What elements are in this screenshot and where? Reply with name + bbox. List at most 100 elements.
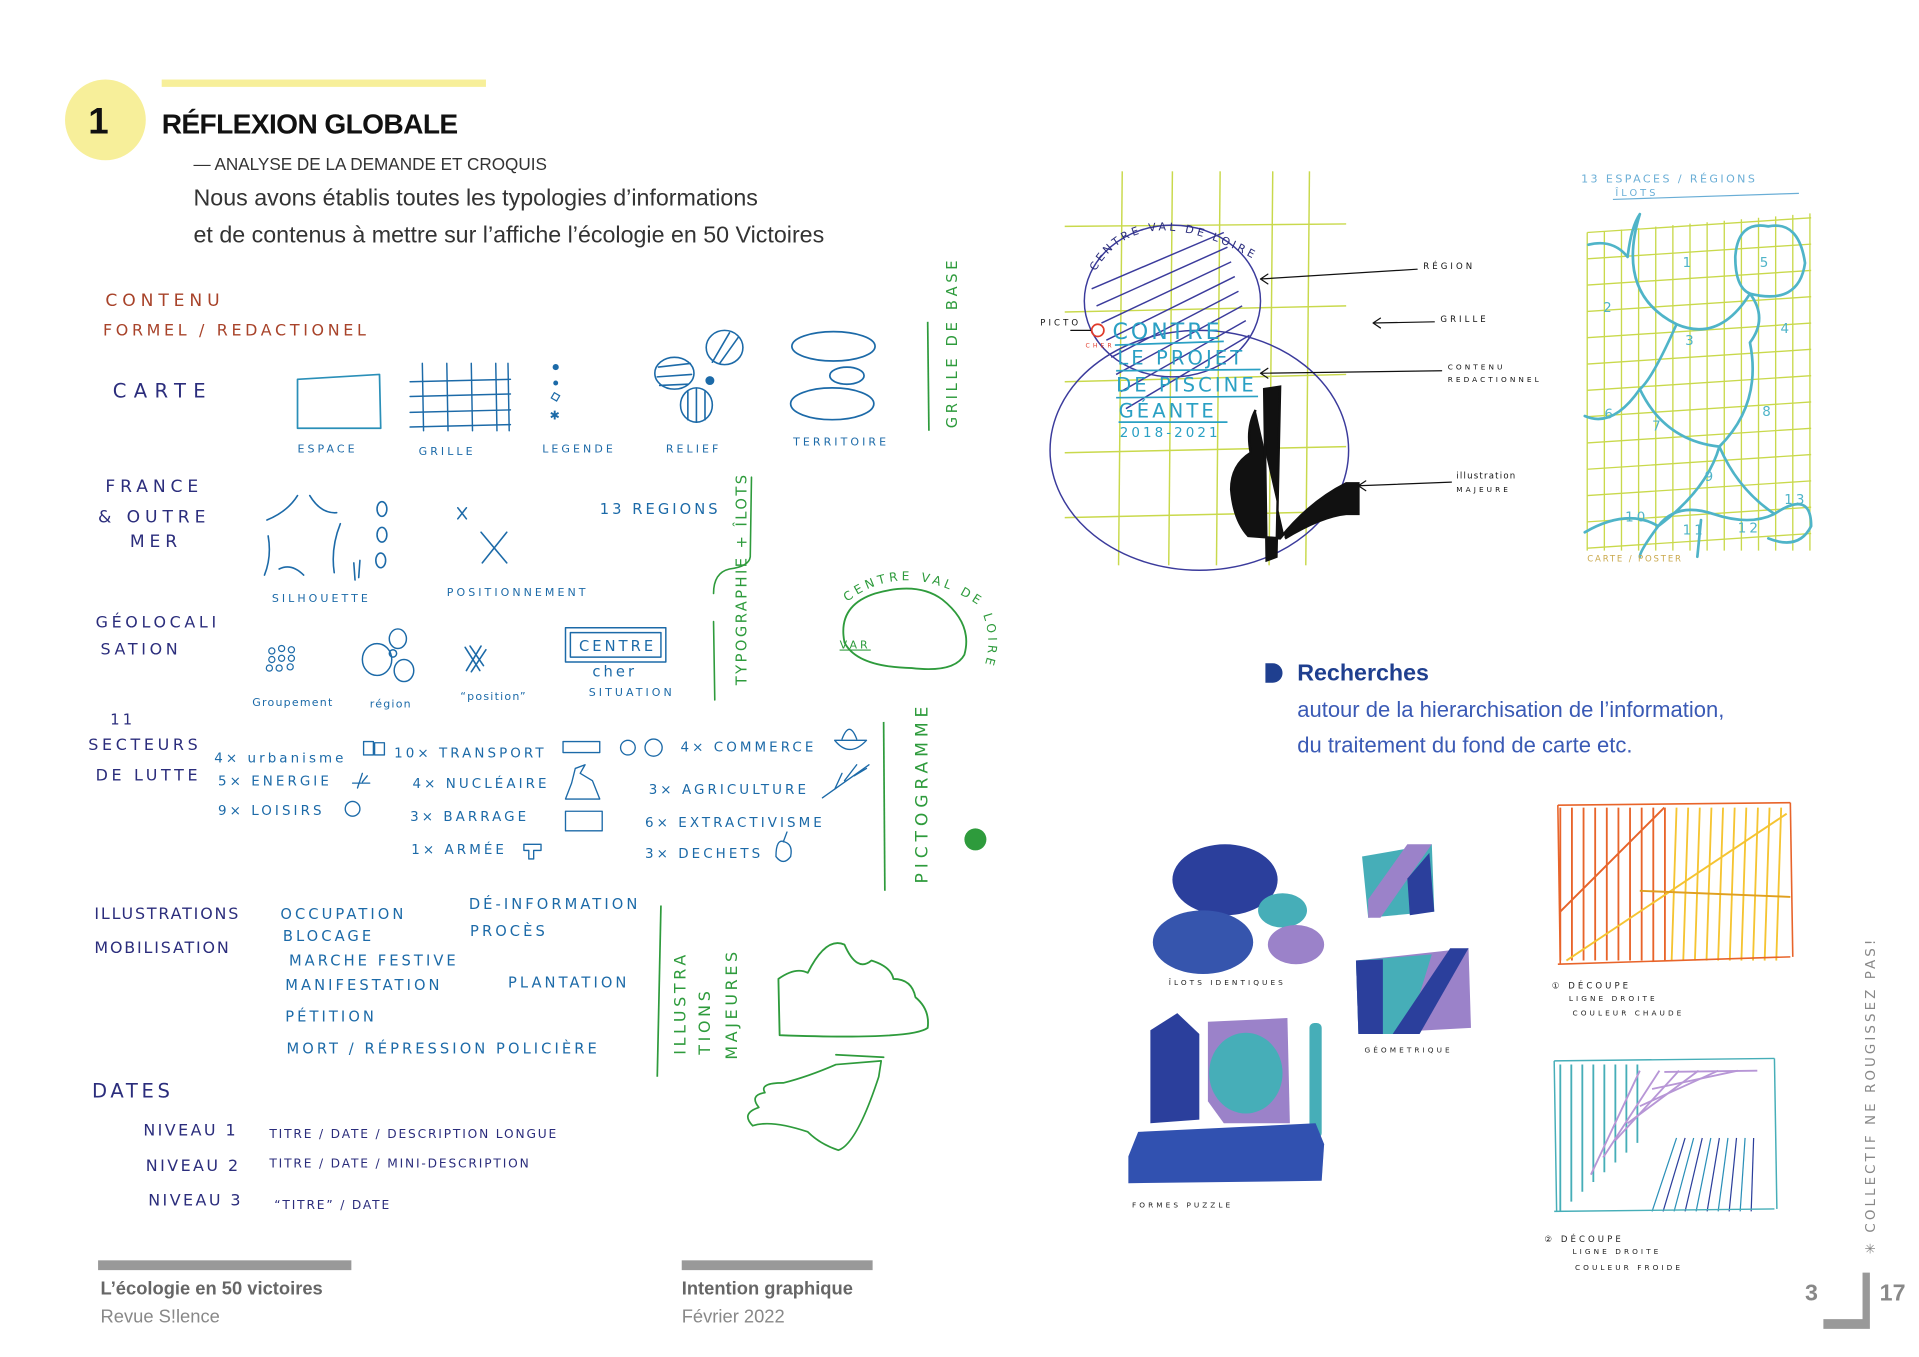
sketch-line <box>409 423 512 428</box>
sketch-line <box>1684 1137 1703 1212</box>
wheel-icon <box>619 739 636 756</box>
region-boundaries <box>1583 212 1813 559</box>
cold-label-3: COULEUR FROIDE <box>1575 1263 1683 1272</box>
secteur-transport: 10× TRANSPORT <box>394 746 546 761</box>
sketch-line <box>1587 348 1812 365</box>
group-typographie: TYPOGRAPHIE + ÎLOTS <box>733 472 751 686</box>
sketch-line <box>1773 1058 1778 1209</box>
regions-title: 13 ESPACES / RÉGIONS <box>1581 172 1757 185</box>
picto-label: PICTO <box>1040 318 1081 328</box>
illus-marche: MARCHE FESTIVE <box>289 952 459 969</box>
france-label-3: MER <box>130 532 182 552</box>
section-number-badge <box>65 79 146 161</box>
region-blob-sketch <box>842 587 968 671</box>
region-number: 9 <box>1705 470 1717 485</box>
region-hatching <box>1091 231 1250 410</box>
sketch-line <box>1554 1057 1775 1062</box>
footer-left-bar <box>98 1260 352 1271</box>
item-positionnement: POSITIONNEMENT <box>447 586 589 599</box>
region-number: 1 <box>1683 256 1695 271</box>
label-puzzle: FORMES PUZZLE <box>1132 1201 1233 1210</box>
title-accent-bar <box>161 79 486 87</box>
region-number: 12 <box>1738 521 1761 536</box>
building-icon <box>362 740 375 756</box>
apple-icon <box>775 831 792 863</box>
sketch-line <box>1587 269 1812 286</box>
secteur-nucleaire: 4× NUCLÉAIRE <box>413 775 550 792</box>
annotation-redactionnel: REDACTIONNEL <box>1448 375 1542 384</box>
page-number-right: 17 <box>1880 1280 1906 1306</box>
sketch-line <box>1639 889 1791 898</box>
regions-title-sub: ÎLOTS <box>1614 186 1658 199</box>
illus-proces: PROCÈS <box>470 922 548 940</box>
sketch-line <box>1268 171 1274 566</box>
warm-stripes-study <box>1557 801 1794 966</box>
item-region: région <box>370 697 412 710</box>
region-number: 13 <box>1784 493 1807 508</box>
region-number: 8 <box>1762 405 1774 420</box>
item-groupement: Groupement <box>252 696 333 709</box>
region-number: 10 <box>1625 510 1648 525</box>
sketch-line <box>446 362 449 432</box>
intro-line-1: Nous avons établis toutes les typologies… <box>194 185 758 211</box>
warm-label-1: ① DÉCOUPE <box>1552 980 1631 992</box>
train-icon <box>562 740 601 754</box>
sketch-line <box>409 378 512 383</box>
divider-grille-de-base <box>926 321 930 431</box>
basket-icon <box>834 728 868 751</box>
carte-label: CARTE <box>113 380 213 403</box>
cloud-sketch <box>777 942 929 1038</box>
sketch-heading-2: FORMEL / REDACTIONEL <box>103 320 370 339</box>
picto-sub: CHER <box>1086 343 1115 350</box>
group-pictogramme: PICTOGRAMME <box>913 702 933 884</box>
illus-petition: PÉTITION <box>285 1008 377 1026</box>
recherches-bullet-icon <box>1265 663 1283 683</box>
niveau-1: NIVEAU 1 <box>143 1121 238 1140</box>
sketch-line <box>1651 1137 1678 1212</box>
sketch-line <box>1064 445 1347 454</box>
poster-arc-label: CENTRE VAL DE LOIRE <box>1087 220 1260 273</box>
sketch-line <box>1717 1137 1729 1212</box>
annotation-contenu: CONTENU <box>1448 363 1506 372</box>
france-label-2: & OUTRE <box>98 507 210 527</box>
sketch-line <box>1695 1137 1712 1212</box>
item-espace: ESPACE <box>298 443 358 456</box>
pictogram-icons <box>344 728 870 863</box>
item-situation: SITUATION <box>589 686 675 699</box>
bracket-typographie <box>712 476 753 701</box>
region-number: 2 <box>1603 301 1615 316</box>
sketch-line <box>1750 1137 1755 1212</box>
secteur-armee: 1× ARMÉE <box>411 841 507 858</box>
content-sketch: CONTENU FORMEL / REDACTIONEL CARTE ✱ ESP… <box>88 257 995 1212</box>
nuclear-plant-icon <box>564 764 601 800</box>
footer-left-title: L’écologie en 50 victoires <box>101 1278 323 1299</box>
item-legende: LEGENDE <box>542 443 616 456</box>
footer-left-sub: Revue S!lence <box>101 1306 220 1327</box>
recherches-line-2: du traitement du fond de carte etc. <box>1297 733 1632 758</box>
secteur-loisirs: 9× LOISIRS <box>218 804 325 819</box>
region-circle <box>1083 224 1262 378</box>
sketch-line <box>1064 510 1347 519</box>
sketch-line <box>1763 807 1771 961</box>
sketch-line <box>1664 1069 1758 1073</box>
annotation-illustration: illustration <box>1456 471 1516 481</box>
sketch-line <box>1717 807 1724 961</box>
sketch-line <box>1614 1070 1680 1142</box>
side-note: ✳ COLLECTIF NE ROUGISSEZ PAS! <box>1864 937 1879 1255</box>
sketch-line <box>1651 1069 1738 1090</box>
sketch-line <box>1728 807 1736 961</box>
sketch-line <box>1670 807 1678 961</box>
picto-icon <box>1090 323 1105 338</box>
secteurs-label-1: 11 <box>110 711 135 728</box>
sketch-line <box>1752 807 1759 961</box>
puzzle-study <box>1128 1013 1325 1184</box>
regions-sketch: 13 ESPACES / RÉGIONS ÎLOTS 1234567891011… <box>1581 172 1813 565</box>
illustrations-label-2: MOBILISATION <box>94 938 230 957</box>
sketch-line <box>1673 1137 1695 1212</box>
sketch-line <box>1662 1137 1686 1212</box>
regions-caption: CARTE / POSTER <box>1587 555 1683 565</box>
sketch-line <box>1115 305 1243 376</box>
relief-sketch <box>654 329 744 423</box>
ilots-identiques-study <box>1152 844 1325 975</box>
